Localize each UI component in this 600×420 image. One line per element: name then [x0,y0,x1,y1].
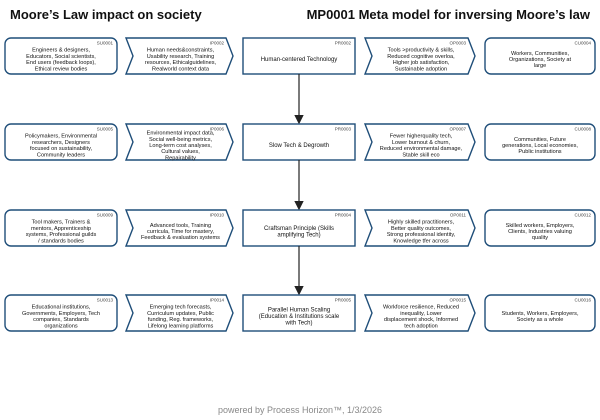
output-text: Tools >productivity & skills,Reduced cog… [387,48,455,73]
process-text: Slow Tech & Degrowth [269,143,329,149]
supplier-box[interactable] [4,123,118,161]
supplier-code: SU0005 [97,127,114,132]
supplier-text: Engineers & designers,Educators, Social … [26,48,96,73]
process-box[interactable] [242,209,356,247]
input-code: IP0002 [210,41,225,46]
process-text: Parallel Human Scaling(Education & Insti… [259,308,340,327]
input-chevron[interactable] [124,294,234,332]
customer-box[interactable] [484,123,596,161]
diagram-title-left: Moore’s Law impact on society [10,7,202,22]
diagram-title-right: MP0001 Meta model for inversing Moore’s … [306,7,590,22]
customer-box[interactable] [484,37,596,75]
process-code: PR0002 [335,41,352,46]
output-code: OP0011 [450,213,467,218]
supplier-code: SU0013 [97,298,114,303]
process-text: Human-centered Technology [261,57,338,63]
supplier-box[interactable] [4,209,118,247]
customer-box[interactable] [484,209,596,247]
input-chevron[interactable] [124,209,234,247]
output-text: Fewer higherquality tech,Lower burnout &… [380,134,463,159]
customer-code: CU0008 [574,127,591,132]
process-box[interactable] [242,294,356,332]
input-code: IP0014 [210,298,225,303]
customer-box[interactable] [484,294,596,332]
process-code: PR0004 [335,213,352,218]
process-code: PR0005 [335,298,352,303]
output-chevron[interactable] [363,209,476,247]
supplier-code: SU0001 [97,41,114,46]
output-text: Highly skilled practitioners,Better qual… [387,220,456,245]
input-code: IP0010 [210,213,225,218]
output-code: OP0015 [449,298,466,303]
customer-code: CU0016 [574,298,591,303]
output-chevron[interactable] [363,123,476,161]
supplier-text: Educational institutions,Governments, Em… [22,305,100,330]
output-chevron[interactable] [363,37,476,75]
customer-text: Workers, Communities,Organizations, Soci… [509,51,572,69]
output-code: OP0007 [449,127,466,132]
customer-text: Skilled workers, Employers,Clients, Indu… [506,223,575,241]
input-text: Human needs&constraints,Usability resear… [145,48,217,73]
process-box[interactable] [242,123,356,161]
input-text: Environmental impact data,Social well-be… [147,131,215,162]
input-chevron[interactable] [124,123,234,161]
supplier-text: Tool makers, Trainers &mentors, Apprenti… [26,220,97,245]
process-code: PR0003 [335,127,352,132]
output-code: OP0003 [449,41,466,46]
customer-code: CU0004 [574,41,591,46]
output-chevron[interactable] [363,294,476,332]
supplier-box[interactable] [4,37,118,75]
input-code: IP0006 [210,127,225,132]
customer-text: Students, Workers, Employers,Society as … [502,311,579,323]
input-text: Emerging tech forecasts,Curriculum updat… [147,305,214,330]
footer-credit: powered by Process Horizon™, 1/3/2026 [217,405,383,415]
customer-code: CU0012 [574,213,591,218]
input-chevron[interactable] [124,37,234,75]
supplier-box[interactable] [4,294,118,332]
process-box[interactable] [242,37,356,75]
supplier-code: SU0009 [97,213,114,218]
